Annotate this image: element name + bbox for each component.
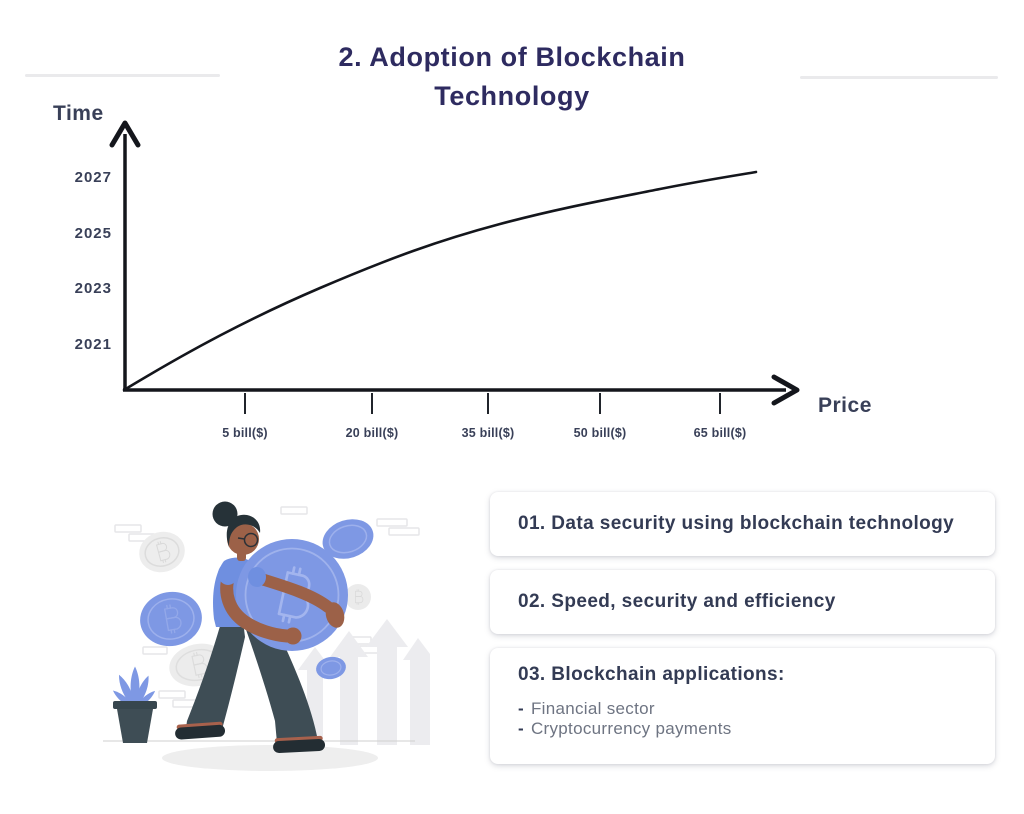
plant-pot [117,709,153,743]
woman-carrying-bitcoin-illustration [103,501,430,771]
x-tick-label: 65 bill($) [694,426,747,440]
bullet-dash: - [518,699,524,718]
page-title: 2. Adoption of Blockchain Technology [212,38,812,116]
back-leg [185,619,245,735]
bitcoin-coin-gray [345,584,371,610]
left-sleeve [218,563,238,585]
y-tick-label: 2021 [75,336,112,353]
left-hand [284,627,302,645]
front-shoe [273,735,326,754]
adoption-curve [122,170,758,392]
y-tick-label: 2027 [75,169,112,186]
bullet-text: Financial sector [530,699,655,718]
feature-card-title: 01. Data security using blockchain techn… [518,513,955,534]
woman-figure [175,501,348,754]
hair-bun [212,501,238,527]
bitcoin-coin-blue [322,519,374,559]
ground-shadow [162,745,378,771]
page-title-line1: 2. Adoption of Blockchain [338,42,686,72]
x-tick-labels: 5 bill($) 20 bill($) 35 bill($) 50 bill(… [222,426,746,440]
back-shoe [175,721,226,740]
bitcoin-coin-gray [139,531,185,573]
bullet-item: -Financial sector [490,699,995,719]
glasses-arm [237,537,245,540]
y-axis: Time 2027 2025 2023 2021 [53,102,141,391]
plant-pot-rim [113,701,157,709]
x-axis: Price 5 bill($) 20 bill($) 35 bill($) 50… [123,374,872,440]
y-axis-title: Time [53,102,104,125]
potted-plant [112,666,157,743]
front-leg [243,621,318,743]
bitcoin-coin-blue [140,591,202,647]
feature-card-bullets: -Financial sector -Cryptocurrency paymen… [490,699,995,739]
x-tick-label: 35 bill($) [462,426,515,440]
x-axis-title: Price [818,394,872,417]
bullet-dash: - [518,719,524,738]
x-tick-marks [244,393,721,414]
feature-card-1: 01. Data security using blockchain techn… [490,492,995,556]
x-tick-label: 5 bill($) [222,426,268,440]
bullet-text: Cryptocurrency payments [530,719,732,738]
y-axis-arrow-icon [109,120,141,148]
bullet-item: -Cryptocurrency payments [490,719,995,739]
x-tick-label: 50 bill($) [574,426,627,440]
right-sleeve [248,567,266,587]
y-tick-label: 2023 [75,280,112,297]
feature-card-title: 02. Speed, security and efficiency [518,591,836,612]
title-divider-right [800,76,998,79]
adoption-line-chart: Time 2027 2025 2023 2021 Price 5 bill($)… [53,102,872,440]
feature-card-2: 02. Speed, security and efficiency [490,570,995,634]
title-divider-left [25,74,220,77]
right-hand [325,602,345,628]
hair [226,514,261,547]
feature-card-3: 03. Blockchain applications: -Financial … [490,648,995,764]
feature-card-title: 03. Blockchain applications: [518,664,785,685]
bitcoin-coin-blue [316,656,346,680]
growth-arrows-icon [298,619,430,745]
page-title-line2: Technology [434,81,590,111]
left-arm [220,568,294,643]
x-tick-label: 20 bill($) [346,426,399,440]
x-axis-arrow-icon [771,374,800,406]
y-tick-label: 2025 [75,225,112,242]
background-coins [139,519,374,687]
y-tick-labels: 2027 2025 2023 2021 [75,169,112,353]
glasses-icon [243,532,259,548]
